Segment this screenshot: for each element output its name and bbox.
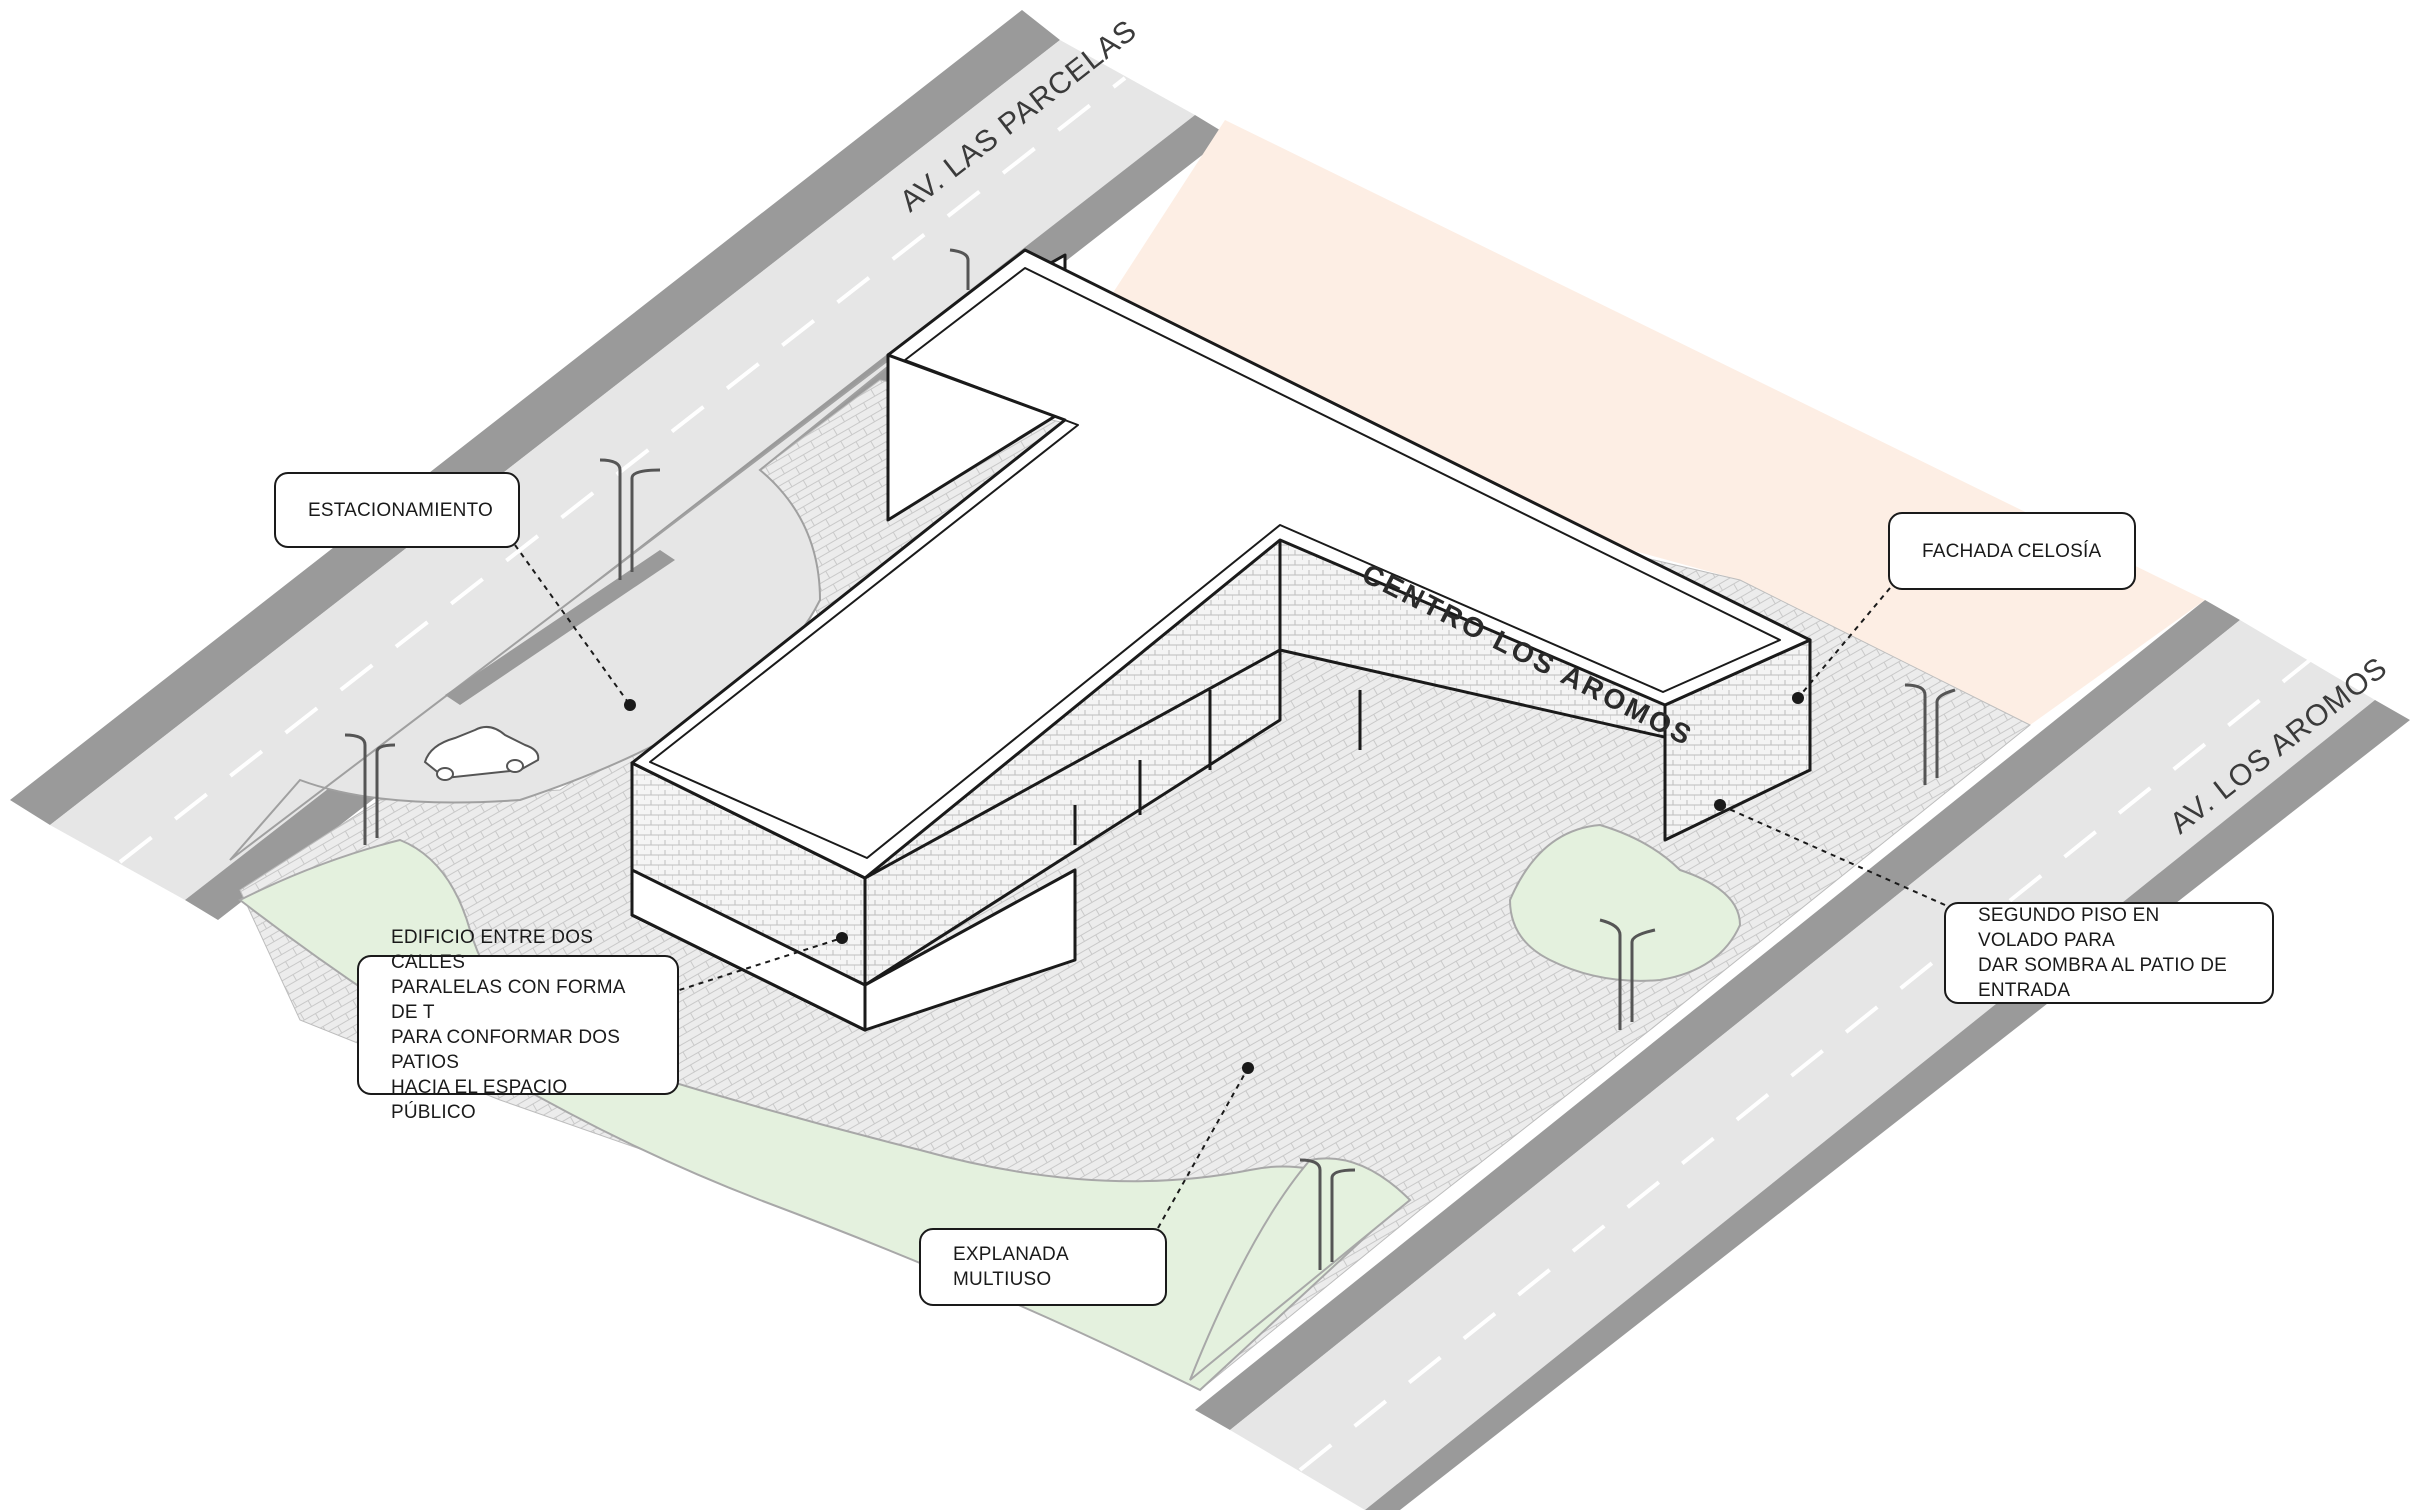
grass-south bbox=[1189, 1157, 1412, 1381]
grass-east bbox=[1508, 823, 1742, 982]
building-centro-los-aromos bbox=[630, 248, 1812, 1032]
car-icon bbox=[423, 725, 540, 781]
callout-building: EDIFICIO ENTRE DOS CALLES PARALELAS CON … bbox=[357, 927, 679, 1123]
street-lamps bbox=[344, 248, 1956, 1270]
callout-parking: ESTACIONAMIENTO bbox=[274, 472, 520, 548]
parking-median bbox=[445, 550, 675, 705]
callout-plaza: EXPLANADA MULTIUSO bbox=[919, 1228, 1167, 1306]
leader-dots bbox=[624, 692, 1804, 1074]
callout-facade: FACHADA CELOSÍA bbox=[1888, 512, 2136, 590]
leader-lines bbox=[514, 544, 1946, 1229]
callout-cantilever: SEGUNDO PISO EN VOLADO PARA DAR SOMBRA A… bbox=[1944, 902, 2274, 1004]
